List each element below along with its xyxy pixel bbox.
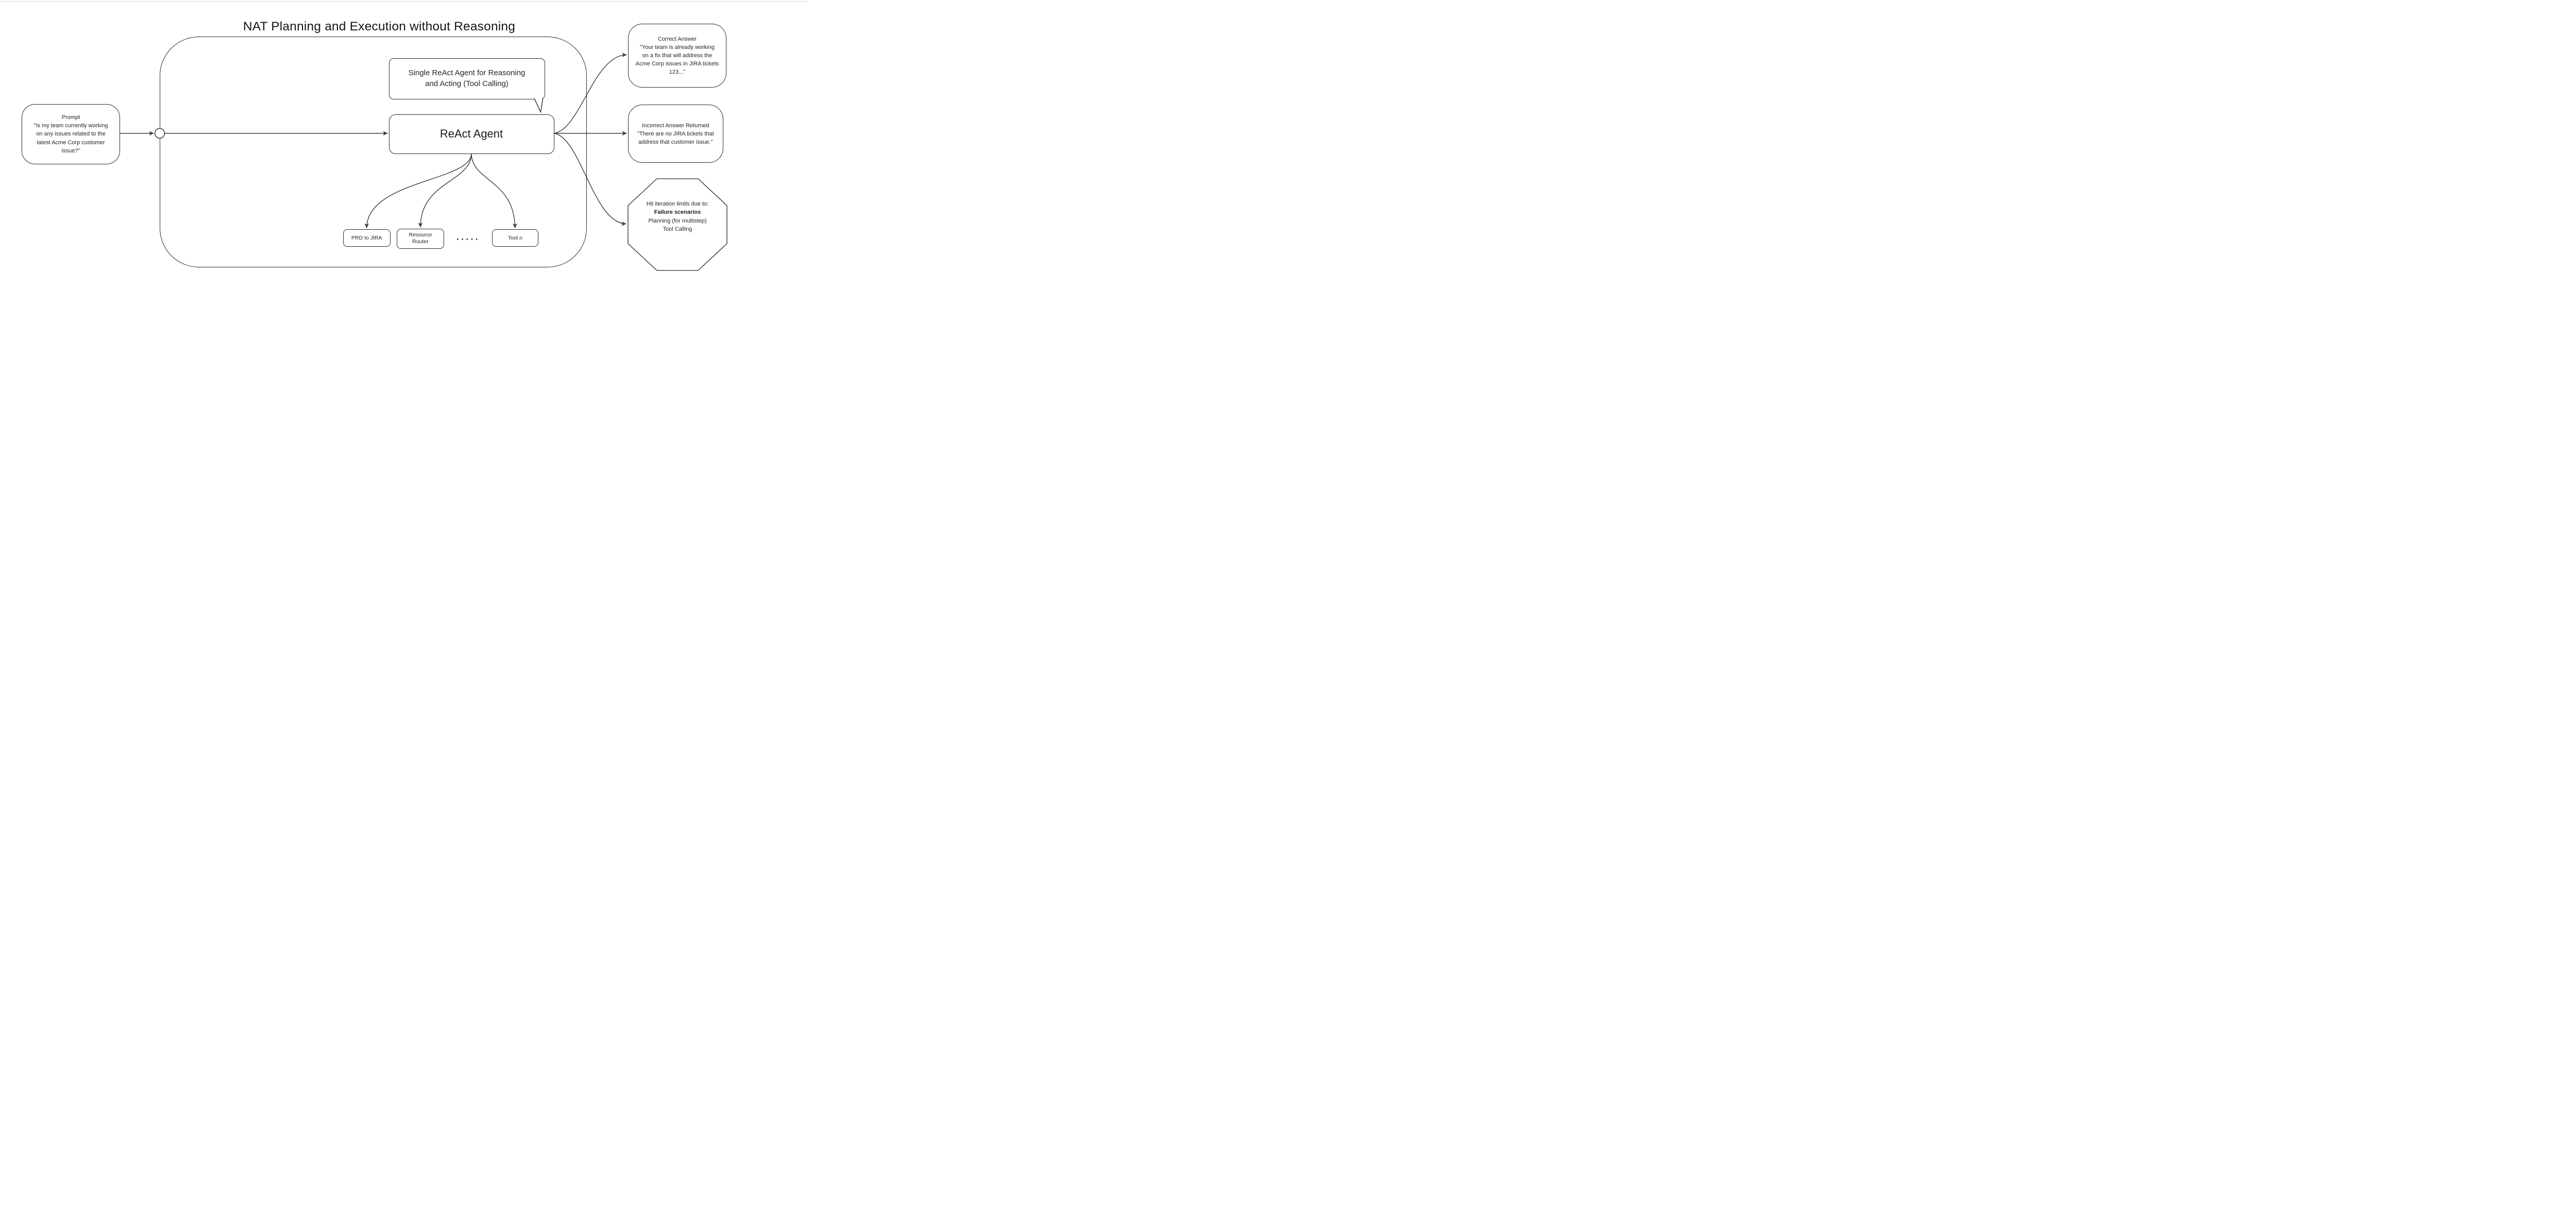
react-agent-box: ReAct Agent — [388, 114, 554, 154]
octagon-line-3: Planning (for multistep) — [648, 217, 707, 224]
failure-octagon-text: Hit iteration limits due to: Failure sce… — [631, 200, 724, 234]
diagram-canvas: NAT Planning and Execution without Reaso… — [0, 0, 808, 286]
ellipsis-dots: ····· — [456, 234, 480, 244]
octagon-line-4: Tool Calling — [663, 226, 692, 233]
tool-box-tool-n: Tool n — [492, 229, 538, 247]
octagon-line-2: Failure scenarios — [654, 209, 701, 216]
diagram-title: NAT Planning and Execution without Reaso… — [243, 20, 516, 33]
incorrect-answer-box: Incorrect Answer Returned "There are no … — [628, 105, 723, 163]
octagon-line-1: Hit iteration limits due to: — [646, 201, 709, 207]
tool-box-resource-router: Resource Router — [397, 228, 444, 249]
callout-bubble: Single ReAct Agent for Reasoning and Act… — [388, 58, 545, 99]
prompt-box: Prompt "Is my team currently working on … — [22, 104, 120, 164]
window-top-border — [0, 0, 808, 2]
correct-answer-box: Correct Answer "Your team is already wor… — [628, 24, 726, 88]
tool-box-prd-to-jira: PRD to JIRA — [343, 229, 391, 247]
